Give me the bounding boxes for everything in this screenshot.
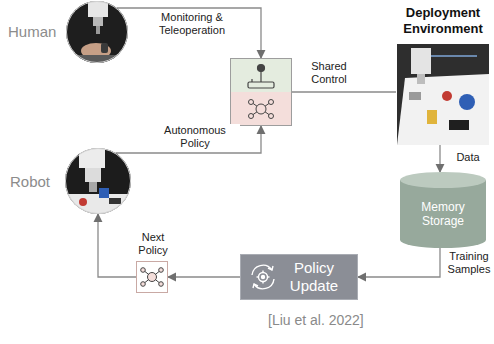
deployment-environment: Deployment Environment (396, 2, 490, 145)
network-icon (136, 261, 168, 293)
connector-arrow (98, 214, 136, 277)
shared-control-box (230, 58, 292, 126)
next-policy-box: Next Policy (136, 261, 168, 293)
memory-storage-cylinder: Memory Storage (400, 172, 486, 248)
node-label: Policy Update (279, 259, 349, 295)
node-label: Robot (10, 173, 50, 191)
connector-arrow (439, 145, 440, 172)
deployment-photo (397, 44, 489, 145)
node-label: Memory Storage (408, 200, 478, 228)
edge-label: Autonomous Policy (150, 124, 240, 150)
edge-label: Data (448, 151, 488, 164)
node-label: Human (8, 23, 56, 41)
edge-label: Monitoring & Teleoperation (140, 11, 244, 37)
connector-arrow (292, 91, 396, 92)
node-label: Deployment Environment (396, 5, 490, 37)
human-photo (66, 1, 128, 63)
edge-label: Training Samples (446, 250, 492, 276)
human-node: Human (66, 1, 128, 63)
policy-update-box: Policy Update (240, 254, 358, 300)
connector-arrow (358, 248, 440, 277)
citation-caption: [Liu et al. 2022] (268, 312, 364, 329)
node-label: Next Policy (133, 231, 173, 257)
edge-label: Shared Control (298, 60, 360, 86)
robot-node: Robot (65, 148, 131, 214)
connector-arrow (117, 8, 261, 58)
connector-arrow (168, 276, 240, 277)
robot-photo (65, 148, 131, 214)
